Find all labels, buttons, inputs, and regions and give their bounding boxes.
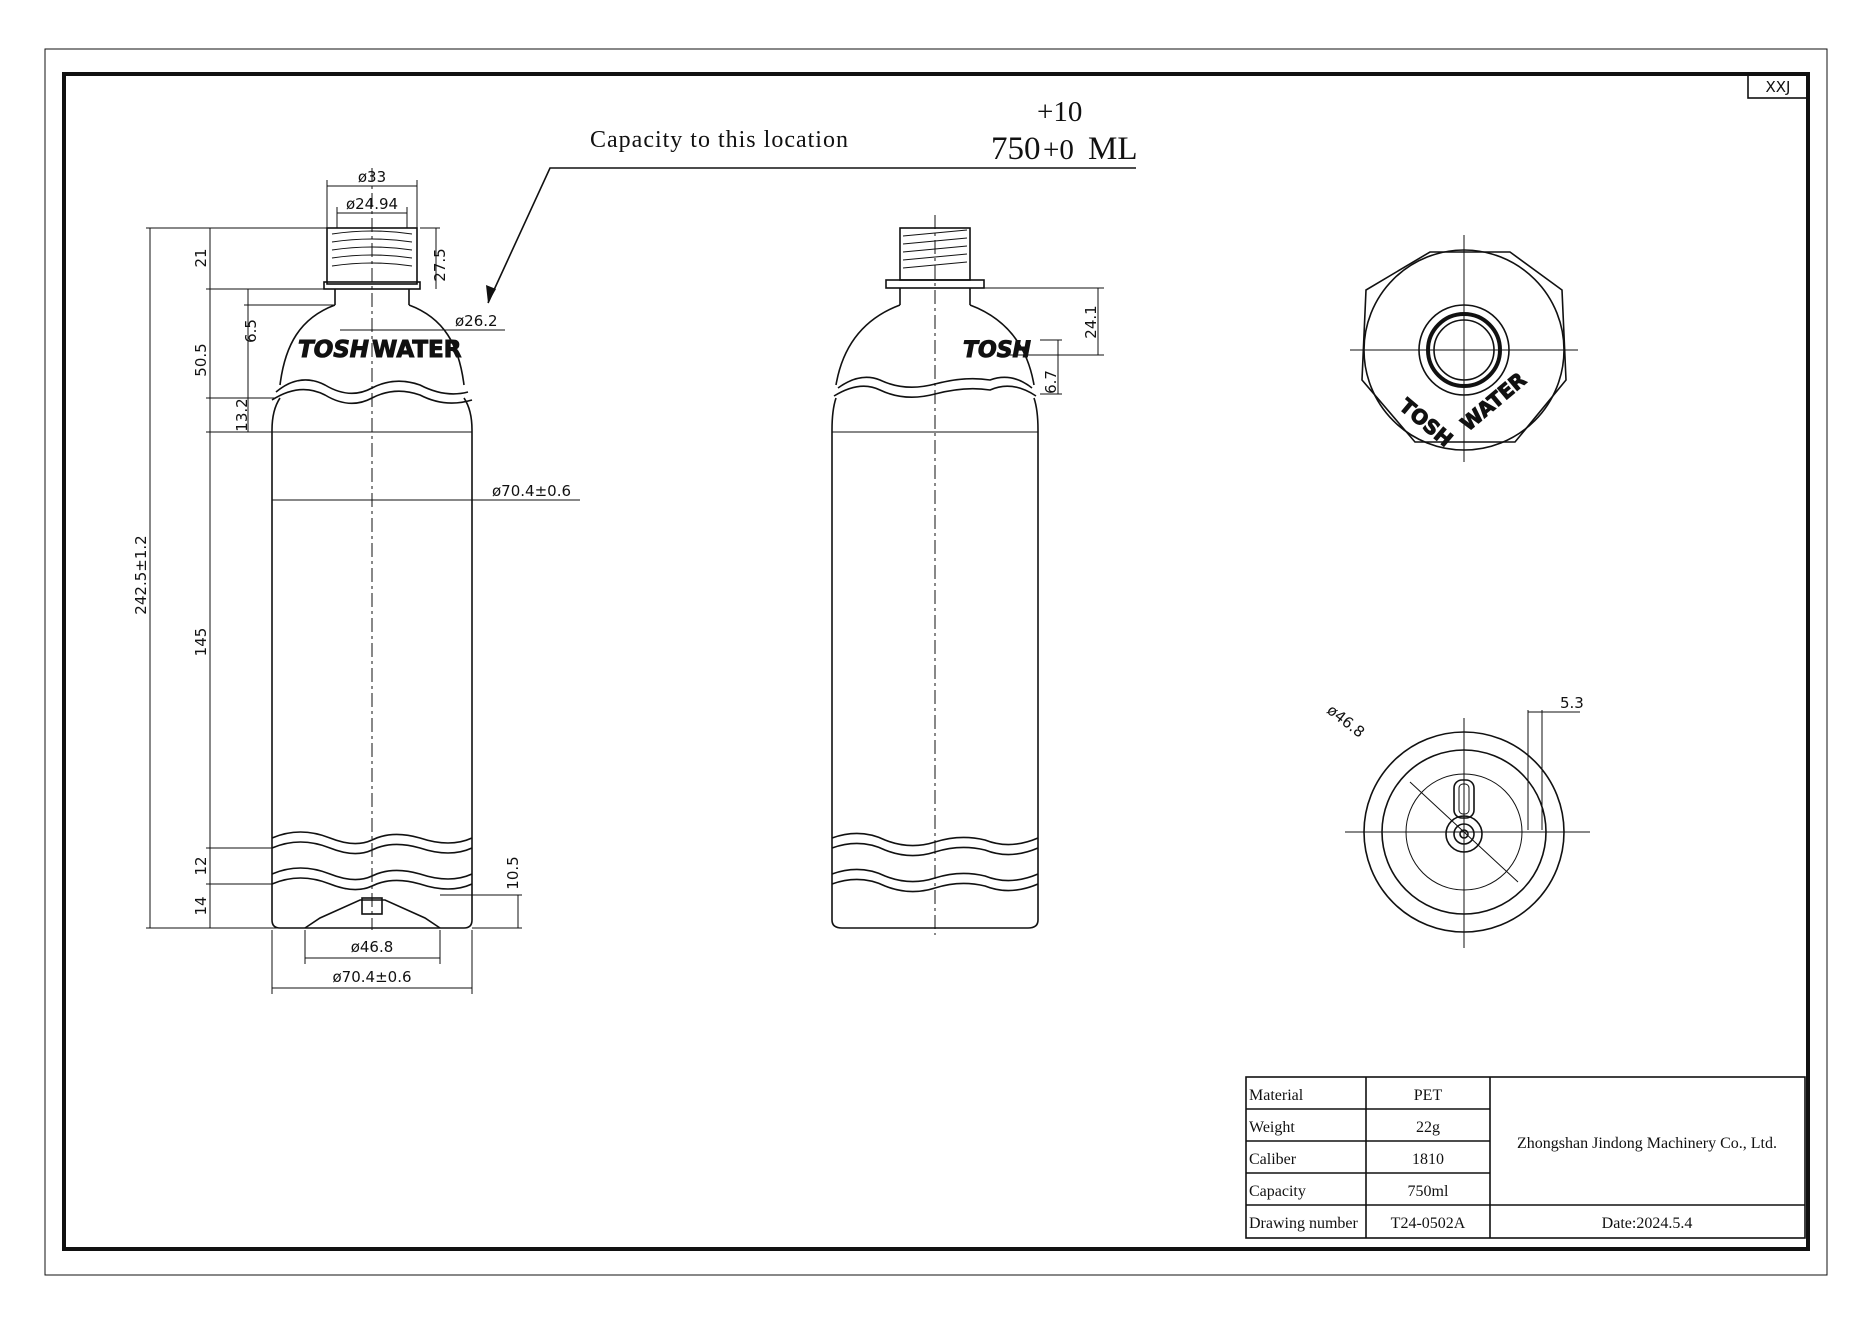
capacity-tol-lower: +0: [1043, 134, 1074, 166]
capacity-arrow: [486, 285, 496, 303]
front-dimensions: [146, 180, 580, 994]
dim-base-body: ø70.4±0.6: [333, 968, 412, 986]
tb-date: Date:2024.5.4: [1602, 1215, 1693, 1232]
front-brand-left: TOSH: [298, 337, 369, 363]
dim-body: ø70.4±0.6: [492, 482, 571, 500]
tb-value-material: PET: [1414, 1087, 1443, 1104]
tb-label-capacity: Capacity: [1249, 1183, 1306, 1200]
dim-ring2-height: 14: [192, 896, 210, 915]
tb-value-caliber: 1810: [1412, 1151, 1444, 1168]
dim-base-push: ø46.8: [351, 938, 394, 956]
corner-code-box: [1747, 74, 1809, 99]
dim-thread-height: 27.5: [431, 248, 449, 281]
dim-base-height: 10.5: [504, 856, 522, 889]
dim-outer-finish: ø33: [358, 168, 386, 186]
tb-company: Zhongshan Jindong Machinery Co., Ltd.: [1517, 1135, 1777, 1152]
front-view: TOSH WATER: [271, 168, 473, 930]
tb-value-capacity: 750ml: [1408, 1183, 1449, 1200]
side-brand: TOSH: [963, 338, 1031, 363]
front-brand-right: WATER: [372, 337, 462, 363]
tb-label-material: Material: [1249, 1087, 1304, 1104]
bottom-view: ø46.8 5.3: [1324, 694, 1590, 948]
dim-neck-ring-height: 6.5: [242, 319, 260, 343]
tb-label-weight: Weight: [1249, 1119, 1295, 1136]
dim-body-height: 145: [192, 628, 210, 657]
title-block: Material PET Weight 22g Caliber 1810 Cap…: [1245, 1076, 1806, 1239]
capacity-nominal: 750: [991, 131, 1041, 167]
top-view: TOSH WATER: [1350, 235, 1578, 462]
dim-finish-height: 21: [192, 248, 210, 267]
side-view: TOSH 24.1 6.7: [831, 215, 1104, 935]
capacity-tol-upper: +10: [1037, 96, 1082, 128]
tb-label-caliber: Caliber: [1249, 1151, 1297, 1168]
dim-shoulder-height: 50.5: [192, 343, 210, 376]
capacity-leader: [487, 167, 1136, 304]
outer-frame: [44, 48, 1828, 1276]
dim-ring1-height: 12: [192, 856, 210, 875]
dim-total-height: 242.5±1.2: [132, 535, 150, 614]
dim-neck: ø26.2: [455, 312, 498, 330]
bottom-dim-width: 5.3: [1560, 694, 1584, 712]
tb-value-weight: 22g: [1416, 1119, 1440, 1136]
corner-code: XXJ: [1766, 78, 1791, 96]
top-brand-right: WATER: [1456, 367, 1531, 435]
side-dim-2: 6.7: [1042, 370, 1060, 394]
tb-label-drawing-number: Drawing number: [1249, 1215, 1359, 1232]
bottom-dim-diameter: ø46.8: [1324, 701, 1369, 741]
capacity-unit: ML: [1088, 131, 1138, 167]
front-dimension-texts: ø33 ø24.94 ø26.2 ø70.4±0.6 ø46.8 ø70.4±0…: [132, 168, 571, 986]
dim-inner-finish: ø24.94: [346, 195, 398, 213]
capacity-note: Capacity to this location: [590, 127, 849, 153]
side-dim-1: 24.1: [1082, 305, 1100, 338]
dim-wave-height: 13.2: [233, 398, 251, 431]
inner-frame: [62, 72, 1810, 1251]
tb-value-drawing-number: T24-0502A: [1391, 1215, 1466, 1232]
